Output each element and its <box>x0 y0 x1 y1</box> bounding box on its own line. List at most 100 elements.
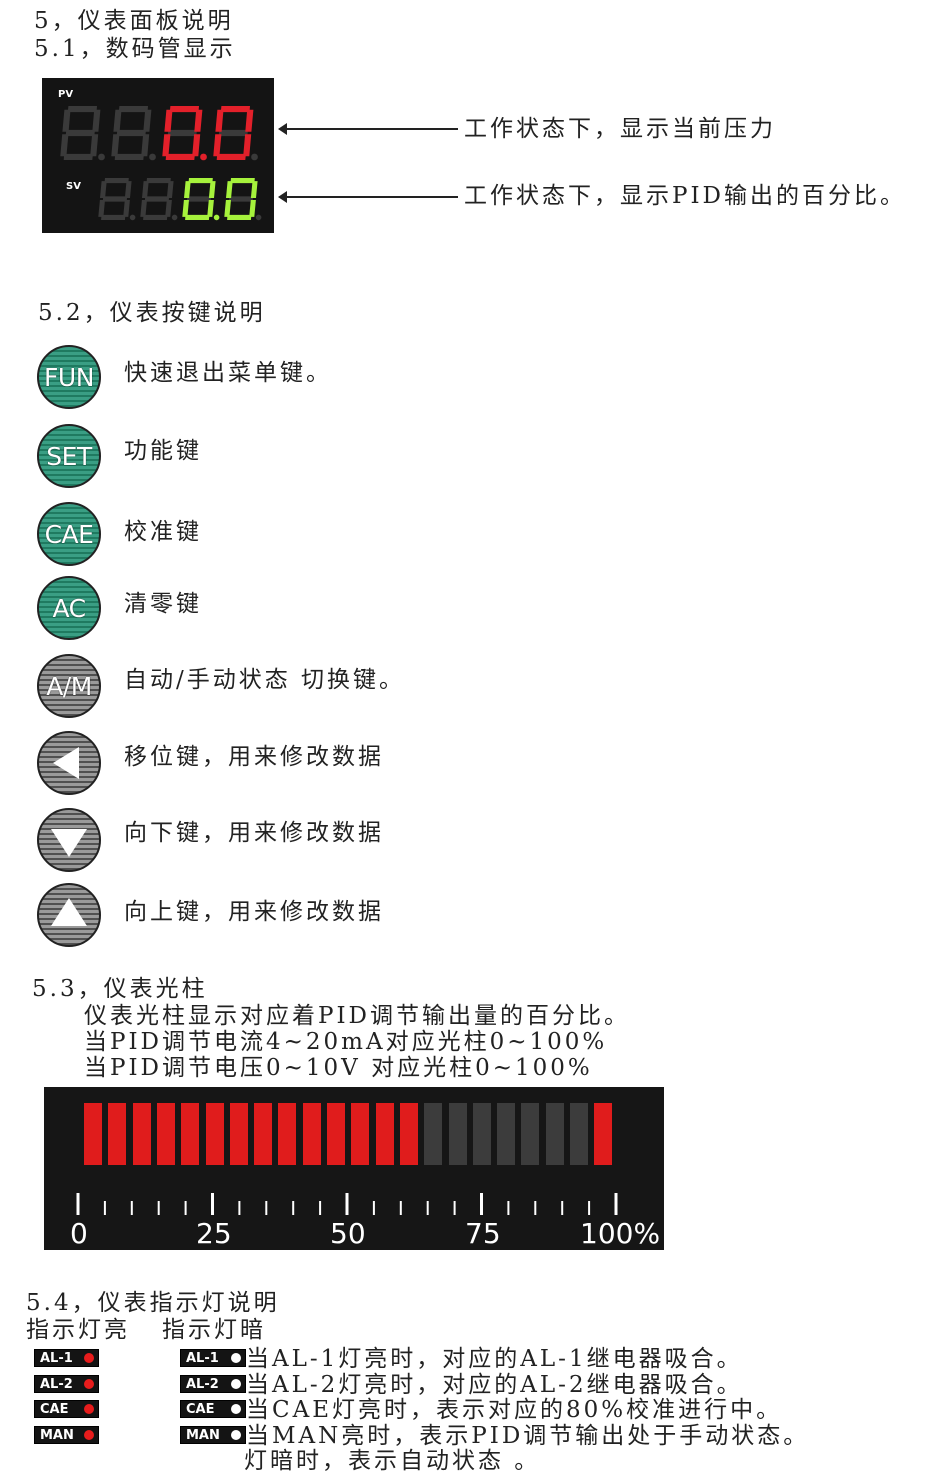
pv-digit-1-segment-c <box>90 134 99 157</box>
key-description: 向上键，用来修改数据 <box>124 899 384 925</box>
pv-digit-1-segment-f <box>62 109 71 132</box>
indicator-label: CAE <box>186 1401 215 1417</box>
pv-description: 工作状态下，显示当前压力 <box>464 116 776 142</box>
key-description: 功能键 <box>124 438 202 464</box>
bar-segment <box>205 1103 224 1165</box>
indicator-description: 当MAN亮时，表示PID调节输出处于手动状态。 <box>246 1423 810 1449</box>
scale-label: 100% <box>580 1217 661 1250</box>
bar-segment <box>302 1103 321 1165</box>
indicator-led-on-icon <box>84 1353 94 1363</box>
indicator-label: AL-2 <box>40 1376 73 1392</box>
left-key-button[interactable] <box>37 731 101 795</box>
cae-key-button[interactable]: CAE <box>37 502 101 566</box>
ac-key-button[interactable]: AC <box>37 576 101 640</box>
indicator-led-off-icon <box>231 1430 241 1440</box>
up-triangle-icon <box>51 898 87 926</box>
bar-segment <box>108 1103 127 1165</box>
sv-digit-3-decimal-point <box>213 214 220 221</box>
indicator-label: MAN <box>186 1427 220 1443</box>
key-description: 清零键 <box>124 591 202 617</box>
sv-digit-3-segment-g <box>186 196 212 202</box>
down-key-button[interactable] <box>37 808 101 872</box>
indicator-al-1-on: AL-1 <box>34 1349 99 1367</box>
bar-segment <box>278 1103 297 1165</box>
pv-digit-3-segment-d <box>165 153 195 160</box>
sv-digit-3-segment-a <box>188 178 213 184</box>
column-light-on: 指示灯亮 <box>26 1317 130 1343</box>
sv-digit-3-segment-d <box>185 214 210 220</box>
sv-digit-4-segment-d <box>227 214 252 220</box>
bar-segment <box>399 1103 418 1165</box>
bar-segment <box>254 1103 273 1165</box>
indicator-description: 当AL-2灯亮时，对应的AL-2继电器吸合。 <box>246 1372 743 1398</box>
bar-segment <box>424 1103 443 1165</box>
sv-digit-1-segment-g <box>102 196 128 202</box>
key-label: CAE <box>44 519 94 549</box>
pv-label: PV <box>58 89 74 100</box>
key-description: 自动/手动状态 切换键。 <box>124 667 406 693</box>
section-5-title: 5，仪表面板说明 <box>34 8 234 34</box>
sv-digit-3-segment-f <box>184 181 191 198</box>
bar-segment <box>521 1103 540 1165</box>
key-label: AC <box>52 593 86 623</box>
indicator-man-off: MAN <box>180 1426 246 1444</box>
indicator-al-2-off: AL-2 <box>180 1375 246 1393</box>
section-5-1-title: 5.1，数码管显示 <box>34 36 236 62</box>
bar-scale-ticks <box>76 1193 618 1215</box>
pv-digit-4-segment-f <box>215 109 224 132</box>
sv-digit-2-decimal-point <box>171 214 178 221</box>
pv-digit-2-segment-g <box>116 129 146 137</box>
sv-digit-4-segment-f <box>226 181 233 198</box>
pv-digit-4-decimal-point <box>251 153 258 161</box>
pv-digit-2-segment-a <box>118 106 148 113</box>
pv-digit-1-segment-b <box>92 109 101 132</box>
pv-digit-3-segment-f <box>164 109 173 132</box>
fun-key-button[interactable]: FUN <box>37 345 101 409</box>
indicator-led-on-icon <box>84 1430 94 1440</box>
sv-digit-1-segment-e <box>98 200 105 217</box>
down-triangle-icon <box>51 829 87 857</box>
sv-digit-1-segment-f <box>100 181 107 198</box>
indicator-extra-note: 灯暗时，表示自动状态 。 <box>244 1448 541 1474</box>
bar-segment <box>472 1103 491 1165</box>
key-description: 快速退出菜单键。 <box>124 360 332 386</box>
pv-digit-3-segment-e <box>162 134 171 157</box>
sv-digit-2-segment-f <box>142 181 149 198</box>
bar-description-line-2: 当PID调节电流4~20mA对应光柱0~100% <box>84 1029 608 1055</box>
indicator-label: AL-1 <box>40 1350 73 1366</box>
sv-digit-4-segment-g <box>228 196 254 202</box>
column-light-off: 指示灯暗 <box>162 1317 266 1343</box>
scale-label: 75 <box>465 1217 501 1250</box>
sv-digit-3-segment-e <box>182 200 189 217</box>
section-5-3-title: 5.3，仪表光柱 <box>32 976 208 1002</box>
sv-digit-4-segment-e <box>224 200 231 217</box>
bar-segment <box>375 1103 394 1165</box>
key-label: FUN <box>44 362 94 392</box>
pv-digit-2-segment-b <box>143 109 152 132</box>
bar-segment <box>156 1103 175 1165</box>
sv-digit-1-decimal-point <box>129 214 136 221</box>
bar-segment <box>351 1103 370 1165</box>
bar-segment <box>229 1103 248 1165</box>
up-key-button[interactable] <box>37 883 101 947</box>
pv-arrow <box>278 123 458 135</box>
sv-digit-4-segment-c <box>249 200 256 217</box>
left-triangle-icon <box>53 747 79 779</box>
bar-segment <box>545 1103 564 1165</box>
indicator-led-off-icon <box>231 1404 241 1414</box>
pv-digit-1-segment-a <box>67 106 97 113</box>
bar-segment <box>327 1103 345 1165</box>
bar-description-line-3: 当PID调节电压0~10V 对应光柱0~100% <box>84 1055 593 1081</box>
indicator-led-on-icon <box>84 1404 94 1414</box>
sv-digit-3-segment-b <box>208 181 216 198</box>
set-key-button[interactable]: SET <box>37 424 101 488</box>
bar-segment <box>594 1103 613 1165</box>
pv-digit-3-decimal-point <box>200 153 207 161</box>
a-m-key-button[interactable]: A/M <box>37 654 101 718</box>
scale-label: 25 <box>196 1217 232 1250</box>
indicator-al-2-on: AL-2 <box>34 1375 99 1393</box>
pv-digit-3-segment-a <box>169 106 199 113</box>
indicator-cae-off: CAE <box>180 1400 246 1418</box>
pv-seven-segment-display <box>60 106 258 161</box>
indicator-man-on: MAN <box>34 1426 99 1444</box>
